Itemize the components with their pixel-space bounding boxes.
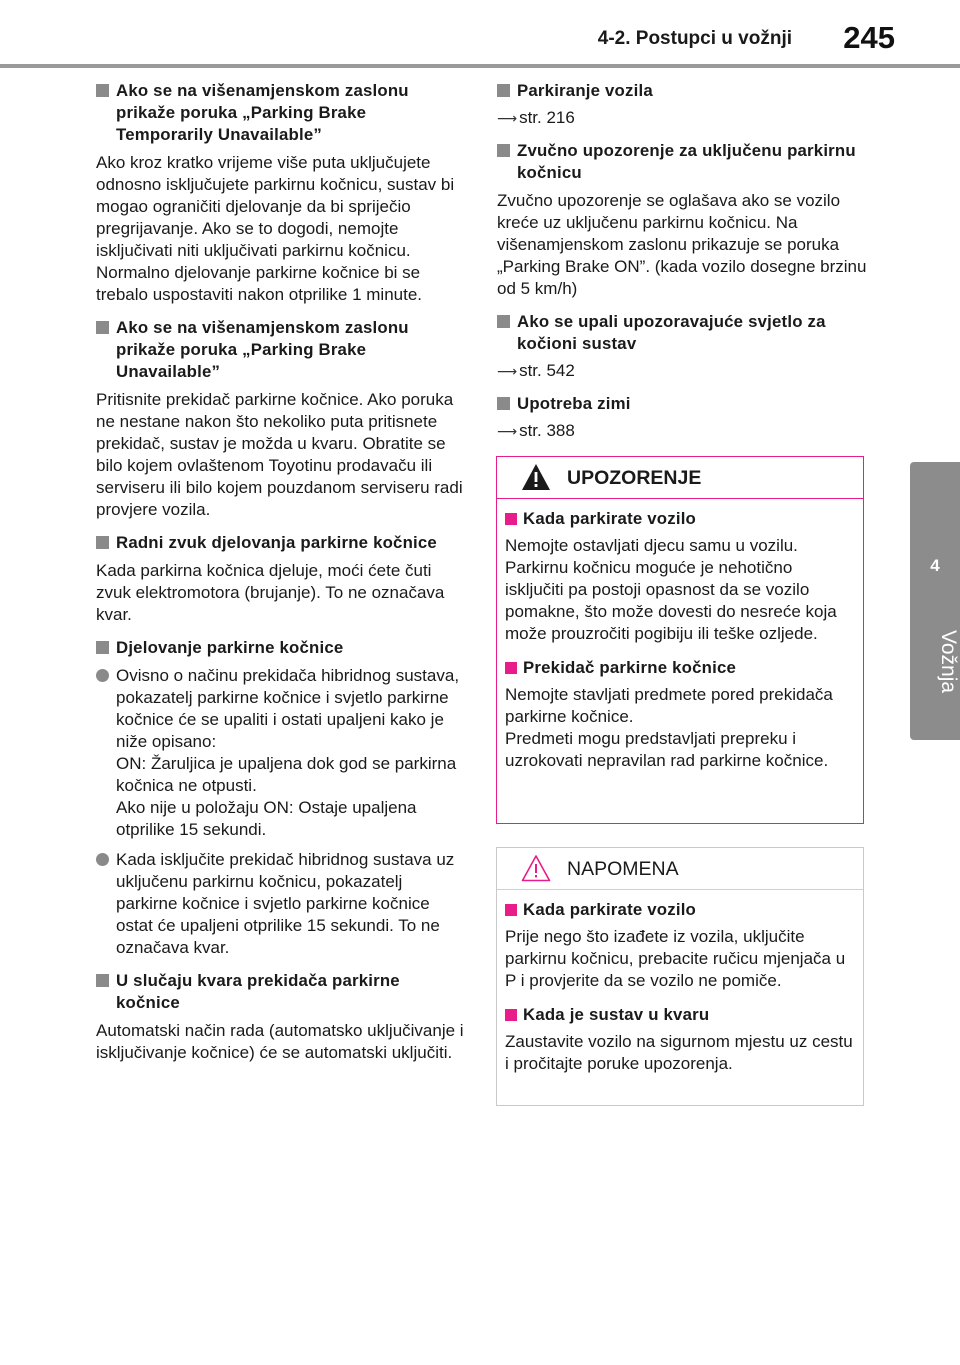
note-box-body: Kada parkirate vozilo Prije nego što iza… xyxy=(497,890,863,1075)
section-heading: Ako se na višenamjenskom zaslonu prikaže… xyxy=(96,317,466,383)
section-heading: Djelovanje parkirne kočnice xyxy=(96,637,466,659)
square-bullet-icon xyxy=(497,315,510,328)
warning-box-header: UPOZORENJE xyxy=(497,457,863,499)
section-heading: Kada parkirate vozilo xyxy=(505,899,855,921)
arrow-right-icon: ⟶ xyxy=(497,423,518,439)
section-heading: Kada parkirate vozilo xyxy=(505,508,855,530)
section-buzzer: Zvučno upozorenje za uključenu parkirnu … xyxy=(497,140,867,300)
square-bullet-icon xyxy=(497,84,510,97)
section-heading: Ako se upali upozoravajuće svjetlo za ko… xyxy=(497,311,867,355)
section-text: Zvučno upozorenje se oglašava ako se voz… xyxy=(497,191,867,298)
square-bullet-icon xyxy=(497,397,510,410)
section-temporarily-unavailable: Ako se na višenamjenskom zaslonu prikaže… xyxy=(96,80,466,306)
left-column: Ako se na višenamjenskom zaslonu prikaže… xyxy=(96,80,466,1075)
section-title: 4-2. Postupci u vožnji xyxy=(597,28,792,49)
circle-bullet-icon xyxy=(96,669,109,682)
arrow-right-icon: ⟶ xyxy=(497,363,518,379)
note-box-header: NAPOMENA xyxy=(497,848,863,890)
section-unavailable: Ako se na višenamjenskom zaslonu prikaže… xyxy=(96,317,466,521)
warning-box: UPOZORENJE Kada parkirate vozilo Nemojte… xyxy=(496,456,864,824)
section-text: Nemojte ostavljati djecu samu u vozilu. … xyxy=(505,536,837,643)
arrow-right-icon: ⟶ xyxy=(497,110,518,126)
section-text: Nemojte stavljati predmete pored prekida… xyxy=(505,685,833,770)
square-bullet-icon xyxy=(96,84,109,97)
square-bullet-icon xyxy=(505,1009,517,1021)
page-reference[interactable]: ⟶str. 542 xyxy=(497,361,575,380)
note-box: NAPOMENA Kada parkirate vozilo Prije neg… xyxy=(496,847,864,1106)
note-box-title: NAPOMENA xyxy=(567,858,679,880)
section-text: Prije nego što izađete iz vozila, uključ… xyxy=(505,927,846,990)
square-bullet-icon xyxy=(497,144,510,157)
section-operating-sound: Radni zvuk djelovanja parkirne kočnice K… xyxy=(96,532,466,626)
square-bullet-icon xyxy=(505,513,517,525)
section-text: Zaustavite vozilo na sigurnom mjestu uz … xyxy=(505,1032,853,1073)
square-bullet-icon xyxy=(96,321,109,334)
section-heading: Ako se na višenamjenskom zaslonu prikaže… xyxy=(96,80,466,146)
square-bullet-icon xyxy=(96,536,109,549)
list-item: Ovisno o načinu prekidača hibridnog sust… xyxy=(96,665,466,841)
section-text: Automatski način rada (automatsko uključ… xyxy=(96,1021,464,1062)
section-switch-malfunction: U slučaju kvara prekidača parkirne kočni… xyxy=(96,970,466,1064)
square-bullet-icon xyxy=(505,904,517,916)
warning-section-switch: Prekidač parkirne kočnice Nemojte stavlj… xyxy=(505,657,855,772)
list-item: Kada isključite prekidač hibridnog susta… xyxy=(96,849,466,959)
section-text: Ako kroz kratko vrijeme više puta uključ… xyxy=(96,153,455,304)
section-operation: Djelovanje parkirne kočnice Ovisno o nač… xyxy=(96,637,466,959)
page-header: 4-2. Postupci u vožnji 245 xyxy=(0,0,960,70)
header-divider xyxy=(0,64,960,68)
square-bullet-icon xyxy=(505,662,517,674)
warning-box-title: UPOZORENJE xyxy=(567,467,702,489)
warning-section-parking: Kada parkirate vozilo Nemojte ostavljati… xyxy=(505,508,855,645)
section-heading: Kada je sustav u kvaru xyxy=(505,1004,855,1026)
section-parking: Parkiranje vozila ⟶str. 216 xyxy=(497,80,867,129)
section-heading: U slučaju kvara prekidača parkirne kočni… xyxy=(96,970,466,1014)
chapter-tab: 4 Vožnja xyxy=(910,462,960,740)
chapter-label: Vožnja xyxy=(937,630,960,694)
section-heading: Parkiranje vozila xyxy=(497,80,867,102)
section-heading: Prekidač parkirne kočnice xyxy=(505,657,855,679)
note-section-parking: Kada parkirate vozilo Prije nego što iza… xyxy=(505,899,855,992)
square-bullet-icon xyxy=(96,974,109,987)
warning-box-body: Kada parkirate vozilo Nemojte ostavljati… xyxy=(497,499,863,772)
right-column: Parkiranje vozila ⟶str. 216 Zvučno upozo… xyxy=(497,80,867,453)
warning-triangle-icon xyxy=(522,464,550,490)
section-text: Pritisnite prekidač parkirne kočnice. Ak… xyxy=(96,390,463,519)
chapter-number: 4 xyxy=(930,556,940,575)
section-heading: Zvučno upozorenje za uključenu parkirnu … xyxy=(497,140,867,184)
page-number: 245 xyxy=(843,20,895,55)
section-heading: Radni zvuk djelovanja parkirne kočnice xyxy=(96,532,466,554)
page-reference[interactable]: ⟶str. 388 xyxy=(497,421,575,440)
warning-triangle-outline-icon xyxy=(521,855,551,882)
note-section-malfunction: Kada je sustav u kvaru Zaustavite vozilo… xyxy=(505,1004,855,1075)
section-winter: Upotreba zimi ⟶str. 388 xyxy=(497,393,867,442)
section-heading: Upotreba zimi xyxy=(497,393,867,415)
section-text: Kada parkirna kočnica djeluje, moći ćete… xyxy=(96,561,445,624)
square-bullet-icon xyxy=(96,641,109,654)
section-warning-light: Ako se upali upozoravajuće svjetlo za ko… xyxy=(497,311,867,382)
page-reference[interactable]: ⟶str. 216 xyxy=(497,108,575,127)
circle-bullet-icon xyxy=(96,853,109,866)
